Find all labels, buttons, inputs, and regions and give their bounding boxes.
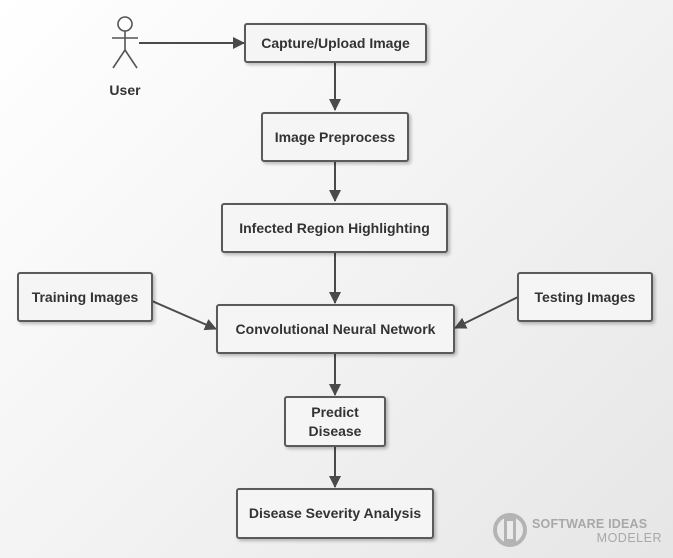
node-training-images: Training Images [17, 272, 153, 322]
node-infected-region-highlighting: Infected Region Highlighting [221, 203, 448, 253]
node-label: Training Images [31, 288, 139, 305]
node-predict-disease: Predict Disease [284, 396, 386, 447]
watermark: SOFTWARE IDEAS MODELER [492, 512, 668, 548]
node-label: Predict Disease [308, 403, 362, 439]
node-capture-upload-image: Capture/Upload Image [244, 23, 427, 63]
node-image-preprocess: Image Preprocess [261, 112, 409, 162]
node-testing-images: Testing Images [517, 272, 653, 322]
node-label: Convolutional Neural Network [235, 320, 436, 337]
watermark-line1: SOFTWARE IDEAS [532, 517, 648, 531]
node-label: Image Preprocess [274, 128, 396, 145]
arrow-training-to-cnn [151, 300, 217, 331]
node-convolutional-neural-network: Convolutional Neural Network [216, 304, 455, 354]
node-disease-severity-analysis: Disease Severity Analysis [236, 488, 434, 539]
software-ideas-modeler-logo-icon [493, 513, 527, 547]
node-label: Disease Severity Analysis [248, 505, 422, 521]
arrow-testing-to-cnn [454, 296, 519, 329]
node-label: Infected Region Highlighting [239, 219, 430, 236]
node-label: Capture/Upload Image [261, 34, 410, 51]
user-actor-label: User [109, 82, 141, 98]
watermark-line2: MODELER [596, 531, 662, 545]
node-label: Testing Images [534, 288, 636, 305]
user-actor-icon [112, 16, 138, 69]
